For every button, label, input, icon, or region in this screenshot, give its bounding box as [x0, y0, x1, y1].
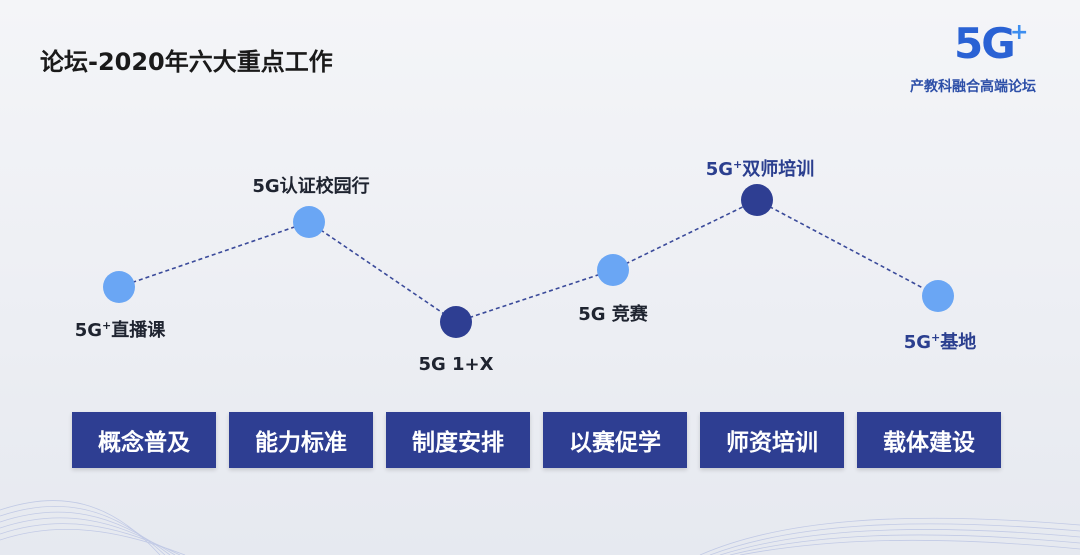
pillar-carrier: 载体建设 [857, 412, 1001, 468]
connector-live-course-to-campus-tour [118, 221, 310, 288]
pillar-standard: 能力标准 [229, 412, 373, 468]
node-dot-competition [597, 254, 629, 286]
connector-dual-teacher-to-base [756, 199, 939, 297]
pillar-concept: 概念普及 [72, 412, 216, 468]
pillar-institution: 制度安排 [386, 412, 530, 468]
node-dot-base [922, 280, 954, 312]
node-label-1x: 5G 1+X [418, 354, 494, 375]
node-label-competition: 5G 竞赛 [578, 304, 648, 325]
forum-logo: 5G + 产教科融合高端论坛 [906, 20, 1066, 100]
node-label-base: 5G+基地 [903, 331, 977, 353]
logo-plus-sign: + [1010, 20, 1029, 45]
node-dot-dual-teacher [741, 184, 773, 216]
slide-title: 论坛-2020年六大重点工作 [40, 48, 333, 76]
connector-competition-to-dual-teacher [612, 199, 758, 271]
pillar-competition: 以赛促学 [543, 412, 687, 468]
node-dot-1x [440, 306, 472, 338]
connector-campus-tour-to-1x [308, 221, 457, 323]
node-label-live-course: 5G+直播课 [74, 319, 166, 341]
node-dot-live-course [103, 271, 135, 303]
node-dot-campus-tour [293, 206, 325, 238]
timeline-nodes [103, 184, 954, 338]
logo-text: 产教科融合高端论坛 [910, 79, 1036, 95]
decorative-waves [0, 500, 1080, 555]
pillar-teacher-training: 师资培训 [700, 412, 844, 468]
logo-5g-mark: 5G [954, 19, 1016, 68]
node-label-campus-tour: 5G认证校园行 [252, 176, 370, 197]
timeline-connectors [118, 199, 939, 323]
node-label-dual-teacher: 5G+双师培训 [705, 158, 815, 180]
